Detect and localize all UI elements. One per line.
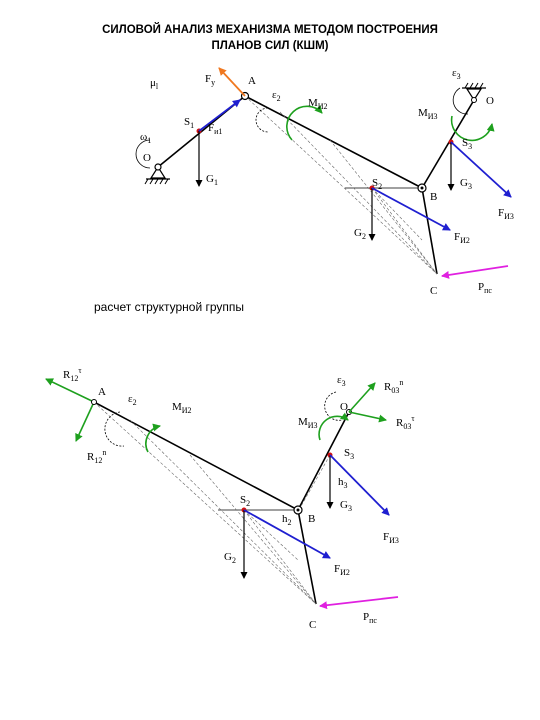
top-fi1-arrow [198,99,241,132]
bottom-h2-label: h2 [282,513,292,527]
bottom-joint-b-label: B [308,513,315,525]
bottom-epsilon3-label: ε3 [337,374,346,388]
top-s3-label: S3 [462,137,472,151]
top-joint-o-label: O [143,152,151,164]
bottom-h3-label: h3 [338,476,348,490]
bottom-epsilon2-arc [104,411,125,447]
top-link-bc [421,187,438,275]
top-mi2-arc [286,105,323,141]
structural-group-caption: расчет структурной группы [94,300,245,314]
top-ground-support-o [144,165,170,185]
top-fy-label: Fу [205,73,215,87]
bottom-fi3-label: FИ3 [383,531,399,545]
bottom-g2-label: G2 [224,551,236,565]
top-construction-lines [244,95,438,275]
bottom-fi2-label: FИ2 [334,563,350,577]
page-title: СИЛОВОЙ АНАЛИЗ МЕХАНИЗМА МЕТОДОМ ПОСТРОЕ… [0,22,540,54]
bottom-r12-tau-arrow [45,378,95,403]
bottom-r12-n-arrow [75,401,95,442]
top-rocker-ob [421,99,475,189]
bottom-fi3-arrow [329,454,390,516]
bottom-r03-n-label: R03n [384,378,403,395]
top-epsilon3-label: ε3 [452,67,461,81]
top-omega1-arc [135,139,151,169]
top-epsilon3-arc [452,87,469,115]
bottom-joint-a-label: A [98,386,106,398]
bottom-s3-label: S3 [344,447,354,461]
title-line-1: СИЛОВОЙ АНАЛИЗ МЕХАНИЗМА МЕТОДОМ ПОСТРОЕ… [102,24,438,36]
bottom-s2-label: S2 [240,494,250,508]
top-omega1-label: ω1 [140,131,151,145]
top-joint-o [154,163,162,171]
bottom-r03-n-arrow [348,382,376,413]
top-fi3-arrow [450,141,512,198]
top-mi2-label: MИ2 [308,97,328,111]
top-s2-label: S2 [372,177,382,191]
bottom-r03-tau-label: R03τ [396,414,415,431]
bottom-pps-arrow [319,596,399,610]
bottom-construction-lines [93,401,331,605]
top-joint-a-label: A [248,75,256,87]
top-mi3-label: MИ3 [418,107,438,121]
bottom-structural-group: R12τ R12n A ε2 MИ2 S2 G2 FИ2 h2 B Pпс C … [45,366,415,631]
bottom-g3-label: G3 [340,499,352,513]
top-connecting-rod-ab [244,95,423,189]
top-pps-label: Pпс [478,281,492,295]
top-mechanism: μl O A B [135,67,514,297]
top-s1-label: S1 [184,116,194,130]
top-fi2-label: FИ2 [454,231,470,245]
top-g1-label: G1 [206,173,218,187]
bottom-mi2-label: MИ2 [172,401,192,415]
bottom-mi3-label: MИ3 [298,416,318,430]
bottom-r03-tau-arrow [348,411,387,423]
bottom-r12-n-label: R12n [87,448,106,465]
top-g2-label: G2 [354,227,366,241]
bottom-joint-a [91,399,97,405]
top-ground-support-o3 [462,82,486,102]
top-epsilon2-arc [255,107,269,133]
top-mi3-arc [450,115,495,142]
top-joint-o3-label: O [486,95,494,107]
bottom-r12-tau-label: R12τ [63,366,82,383]
bottom-pps-label: Pпс [363,611,377,625]
top-pps-arrow [441,265,509,279]
bottom-rocker [297,411,350,511]
bottom-point-c-label: C [309,619,316,631]
top-fi1-label: Fи1 [208,122,222,136]
top-fy-arrow [218,67,246,97]
bottom-joint-o3-label: O [340,401,348,413]
top-joint-b-label: B [430,191,437,203]
bottom-mi2-arc [145,423,161,453]
top-fi2-arrow [371,187,451,231]
bottom-connecting-rod-ab [93,401,299,511]
top-point-c-label: C [430,285,437,297]
bottom-mi3-arc [318,412,349,441]
top-mu-label: μl [150,77,159,91]
bottom-epsilon3-arc [324,391,343,421]
top-g3-label: G3 [460,177,472,191]
top-fi3-label: FИ3 [498,207,514,221]
bottom-epsilon2-label: ε2 [128,393,137,407]
top-epsilon2-label: ε2 [272,89,281,103]
title-line-2: ПЛАНОВ СИЛ (КШМ) [211,40,329,52]
bottom-fi2-arrow [243,509,331,559]
bottom-link-bc [297,509,317,605]
